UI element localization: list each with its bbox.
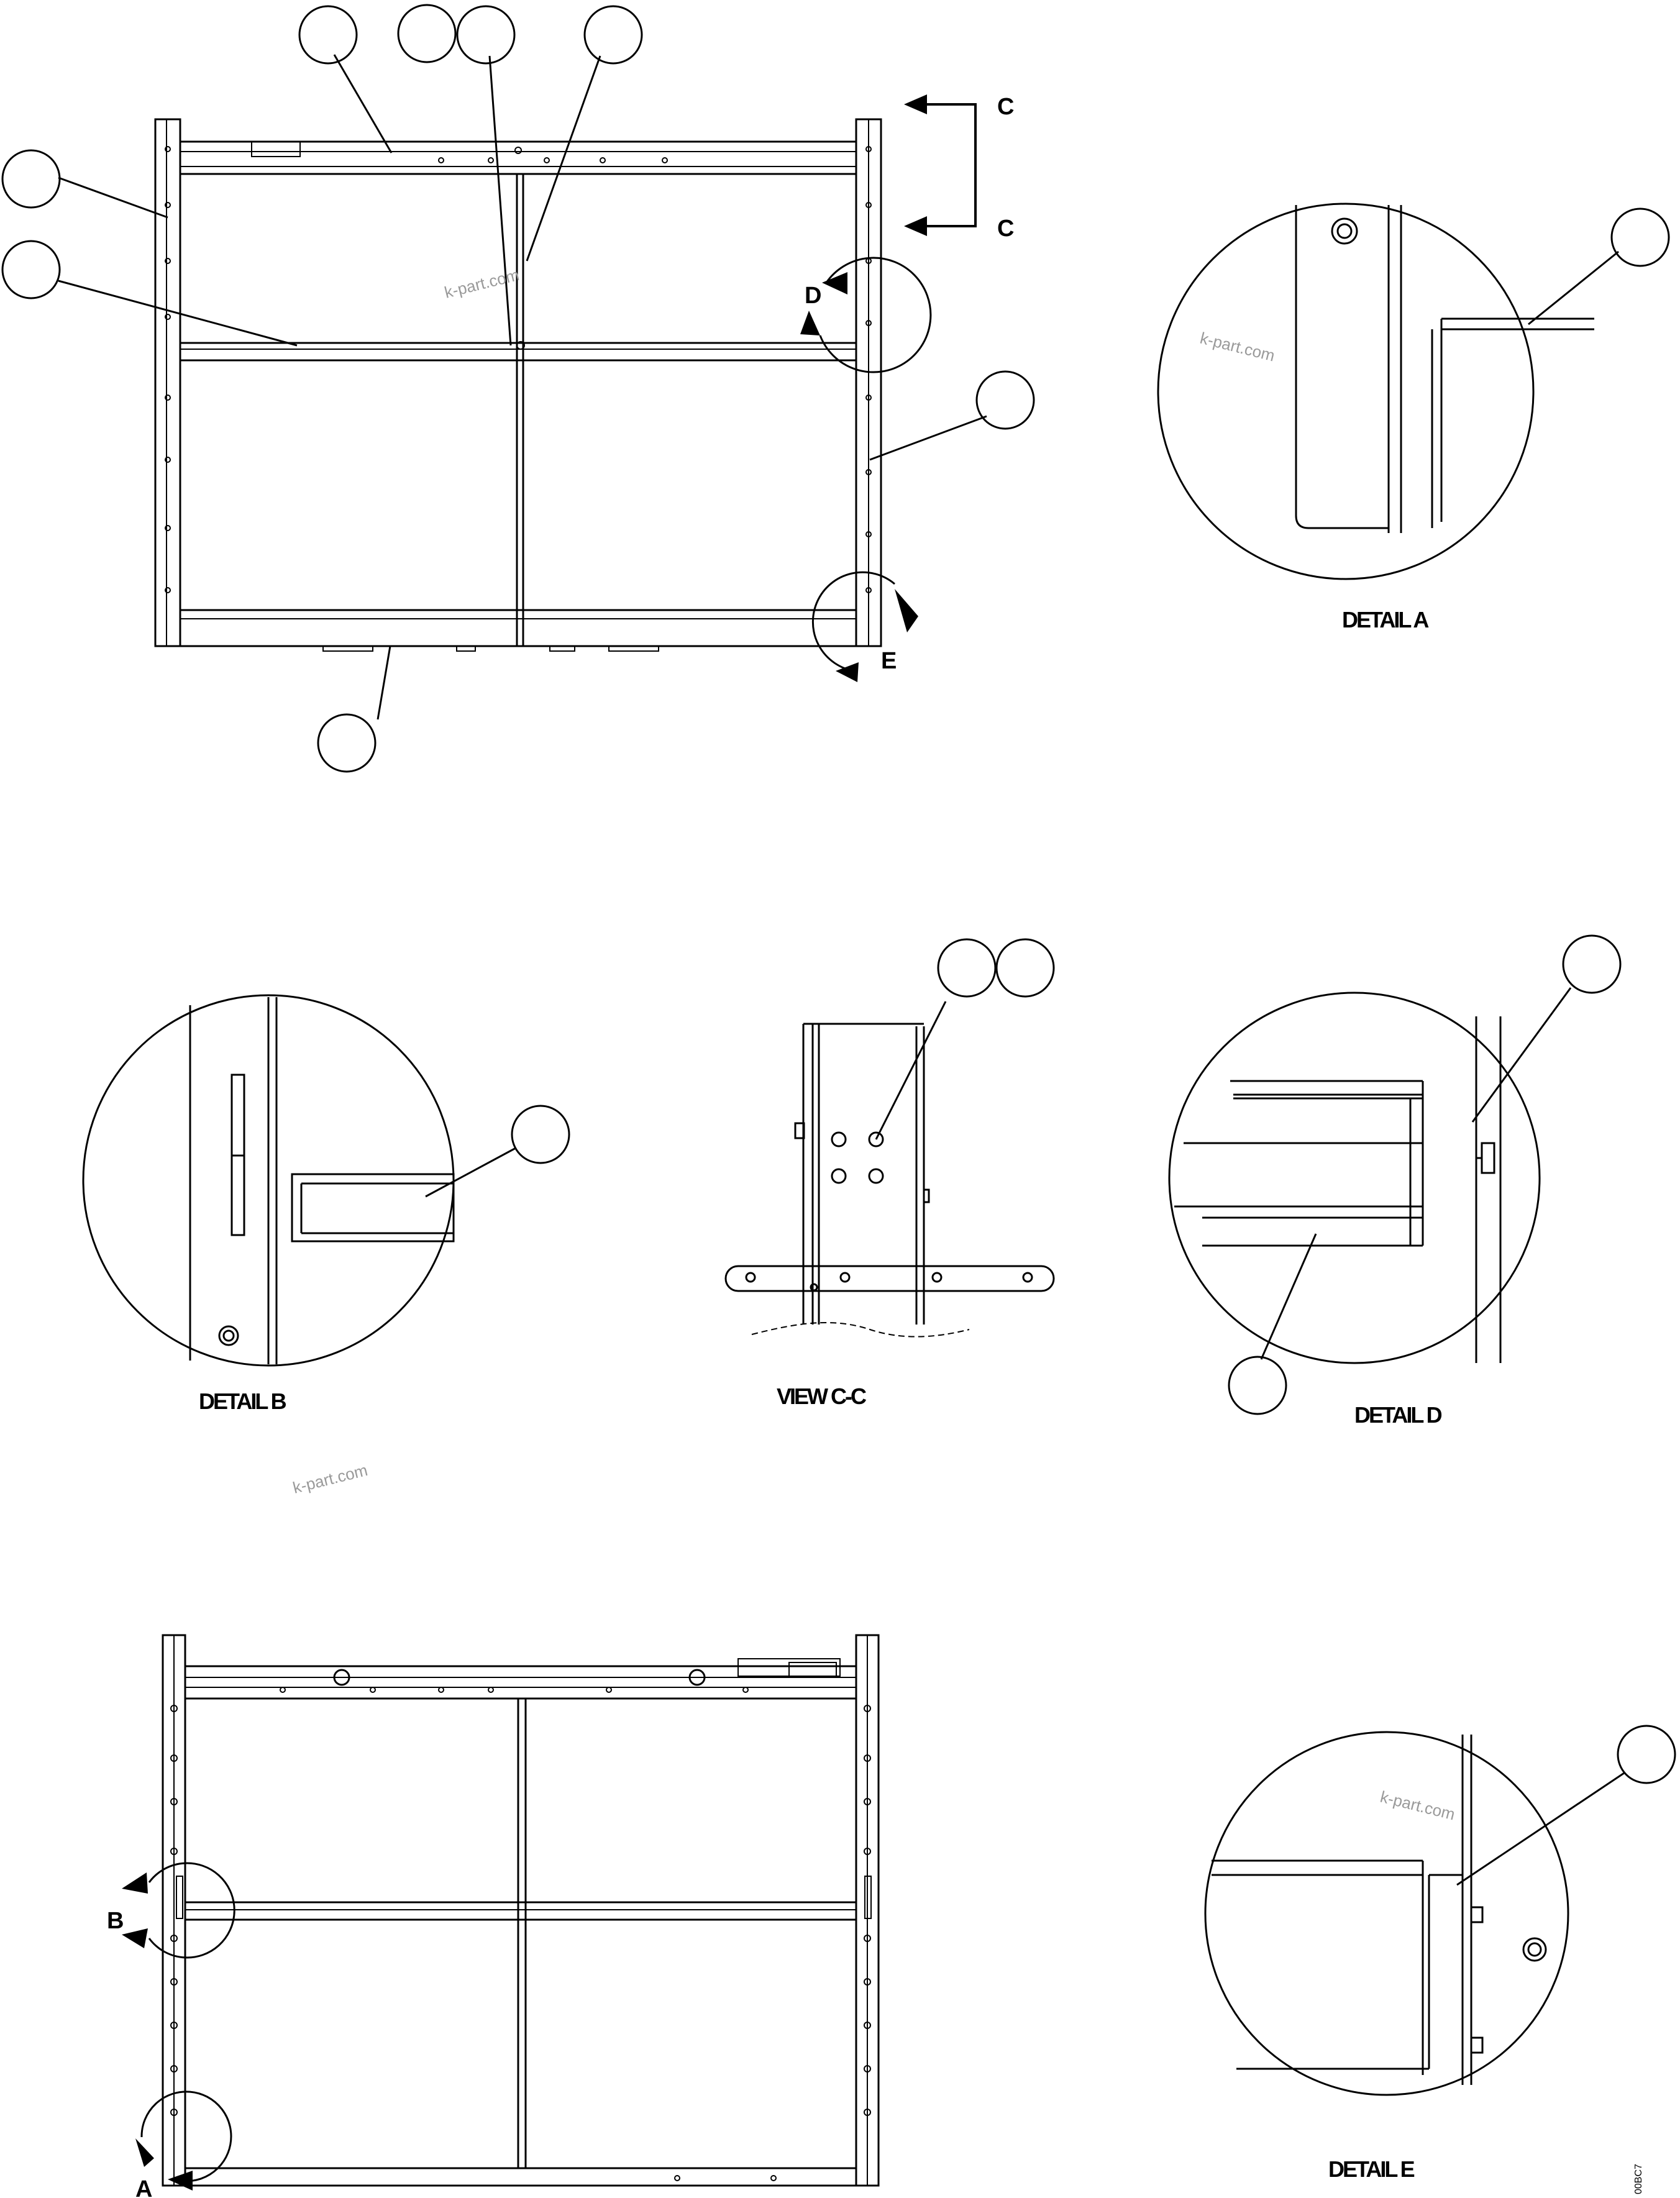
detail-mark-a: A (135, 2176, 152, 2198)
detail-mark-e: E (881, 648, 897, 674)
detail-a (1157, 203, 1670, 580)
balloon (397, 4, 457, 63)
detail-e (1204, 1725, 1676, 2096)
watermark: k-part.com (1198, 329, 1277, 365)
balloon (1610, 207, 1670, 267)
detail-mark-b: B (107, 1908, 124, 1934)
bottom-rail (184, 2167, 857, 2187)
balloon (975, 370, 1035, 430)
balloon (1, 149, 61, 209)
balloon (456, 5, 516, 65)
section-mark-c-bottom: C (997, 216, 1014, 242)
detail-d (1168, 934, 1622, 1415)
caption-view-cc: VIEW C-C (777, 1384, 867, 1409)
balloon (1, 240, 61, 299)
balloon (511, 1105, 570, 1164)
watermark: k-part.com (1379, 1787, 1457, 1824)
caption-detail-e: DETAIL E (1328, 2156, 1415, 2182)
balloon (937, 938, 997, 998)
balloon (1562, 934, 1622, 994)
view-cc (724, 938, 1055, 1338)
top-view-balloons (1, 4, 1035, 773)
caption-detail-b: DETAIL B (199, 1389, 286, 1414)
detail-e-callout: E (811, 571, 918, 682)
balloon (1617, 1725, 1676, 1784)
middle-rail (184, 1901, 857, 1921)
bottom-frame-view (162, 1634, 880, 2187)
detail-b-callout: B (107, 1862, 235, 1959)
detail-mark-d: D (805, 283, 821, 309)
balloon (1228, 1356, 1287, 1415)
watermark: k-part.com (291, 1461, 369, 1497)
detail-b (82, 994, 570, 1367)
middle-rail (179, 342, 857, 362)
section-mark-c-top: C (997, 94, 1014, 120)
top-rail (184, 1665, 857, 1700)
caption-detail-d: DETAIL D (1354, 1402, 1442, 1428)
detail-a-callout: A (135, 2091, 232, 2198)
drawing-code: 00BC7 (1633, 2164, 1644, 2194)
balloon (298, 5, 358, 65)
top-frame-view (154, 118, 882, 652)
caption-detail-a: DETAIL A (1342, 607, 1429, 632)
balloon (583, 5, 643, 65)
bottom-rail (179, 609, 857, 647)
balloon (317, 713, 377, 773)
watermark: k-part.com (442, 265, 521, 302)
left-post (154, 118, 181, 647)
top-rail (179, 140, 857, 175)
section-cc-arrows: C C (904, 94, 1014, 242)
balloon (995, 938, 1055, 998)
detail-d-callout: D (800, 257, 932, 373)
